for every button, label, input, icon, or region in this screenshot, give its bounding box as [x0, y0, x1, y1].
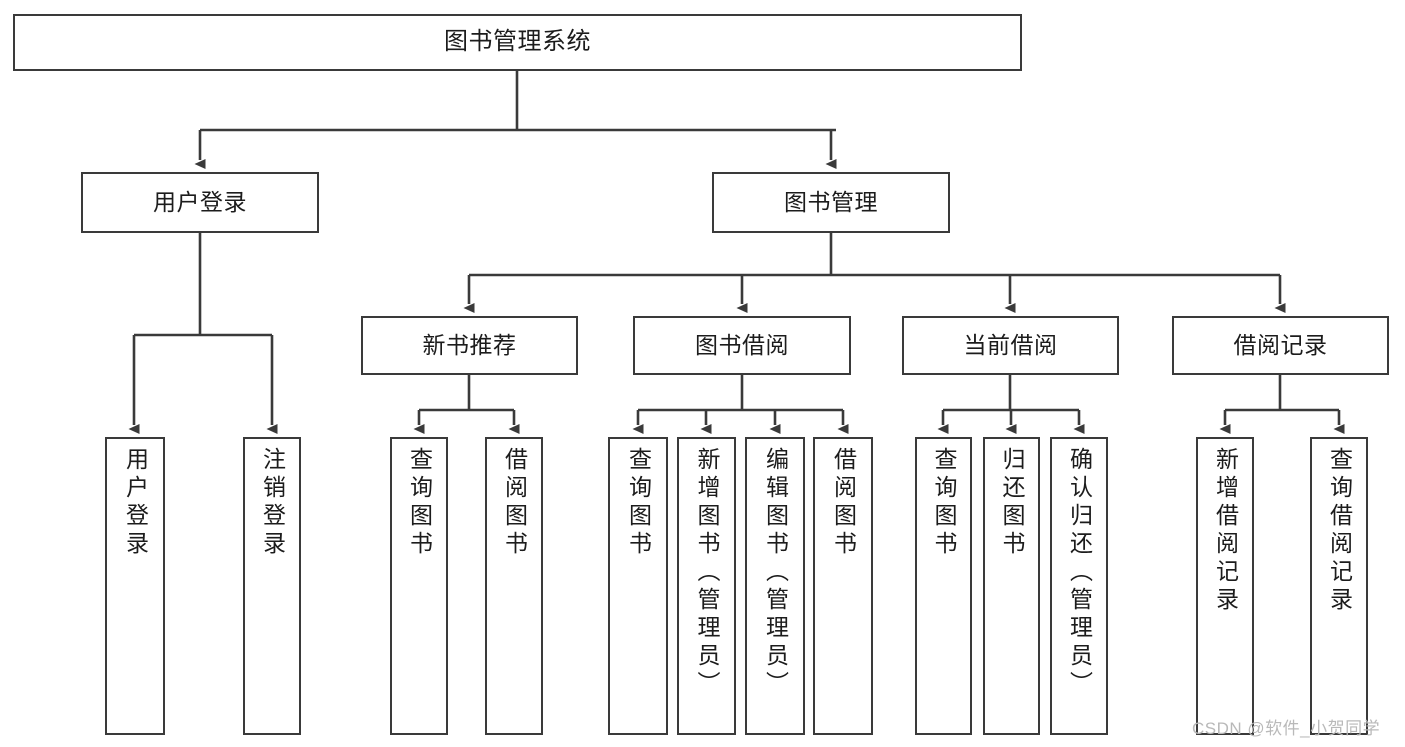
leaf-query-book-1-label: 查询图书 [406, 447, 433, 559]
node-current-borrowing-label: 当前借阅 [963, 331, 1058, 358]
leaf-add-book[interactable]: 新增图书（管理员） [677, 437, 736, 735]
leaf-logout[interactable]: 注销登录 [243, 437, 301, 735]
leaf-logout-label: 注销登录 [259, 447, 286, 559]
leaf-borrow-book-1[interactable]: 借阅图书 [485, 437, 543, 735]
leaf-query-borrow-record-label: 查询借阅记录 [1326, 447, 1353, 615]
leaf-borrow-book-1-label: 借阅图书 [501, 447, 528, 559]
leaf-add-borrow-record-label: 新增借阅记录 [1212, 447, 1239, 615]
leaf-borrow-book-2[interactable]: 借阅图书 [813, 437, 873, 735]
leaf-query-book-3-label: 查询图书 [931, 447, 957, 559]
csdn-watermark: CSDN @软件_小贺同学 [1192, 719, 1381, 738]
leaf-query-book-3[interactable]: 查询图书 [915, 437, 972, 735]
leaf-confirm-return[interactable]: 确认归还（管理员） [1050, 437, 1108, 735]
node-user-login-label: 用户登录 [153, 188, 247, 215]
leaf-add-borrow-record[interactable]: 新增借阅记录 [1196, 437, 1254, 735]
leaf-confirm-return-label: 确认归还（管理员） [1066, 447, 1093, 699]
leaf-query-book-2-label: 查询图书 [625, 447, 652, 559]
node-book-borrowing-label: 图书借阅 [695, 331, 789, 358]
leaf-borrow-book-2-label: 借阅图书 [830, 447, 857, 559]
node-user-login[interactable]: 用户登录 [81, 172, 319, 233]
node-book-borrowing[interactable]: 图书借阅 [633, 316, 851, 375]
node-book-management-label: 图书管理 [784, 188, 878, 215]
leaf-return-book-label: 归还图书 [999, 447, 1025, 559]
leaf-edit-book[interactable]: 编辑图书（管理员） [745, 437, 805, 735]
node-book-management[interactable]: 图书管理 [712, 172, 950, 233]
leaf-edit-book-label: 编辑图书（管理员） [762, 447, 789, 699]
leaf-query-borrow-record[interactable]: 查询借阅记录 [1310, 437, 1368, 735]
leaf-user-login[interactable]: 用户登录 [105, 437, 165, 735]
node-borrow-records-label: 借阅记录 [1233, 331, 1328, 358]
node-current-borrowing[interactable]: 当前借阅 [902, 316, 1119, 375]
node-new-book-recommendation-label: 新书推荐 [422, 331, 517, 358]
node-root-label: 图书管理系统 [444, 28, 591, 56]
leaf-user-login-label: 用户登录 [122, 447, 149, 559]
leaf-query-book-1[interactable]: 查询图书 [390, 437, 448, 735]
leaf-return-book[interactable]: 归还图书 [983, 437, 1040, 735]
node-root[interactable]: 图书管理系统 [13, 14, 1022, 71]
node-new-book-recommendation[interactable]: 新书推荐 [361, 316, 578, 375]
leaf-add-book-label: 新增图书（管理员） [694, 447, 720, 699]
leaf-query-book-2[interactable]: 查询图书 [608, 437, 668, 735]
node-borrow-records[interactable]: 借阅记录 [1172, 316, 1389, 375]
